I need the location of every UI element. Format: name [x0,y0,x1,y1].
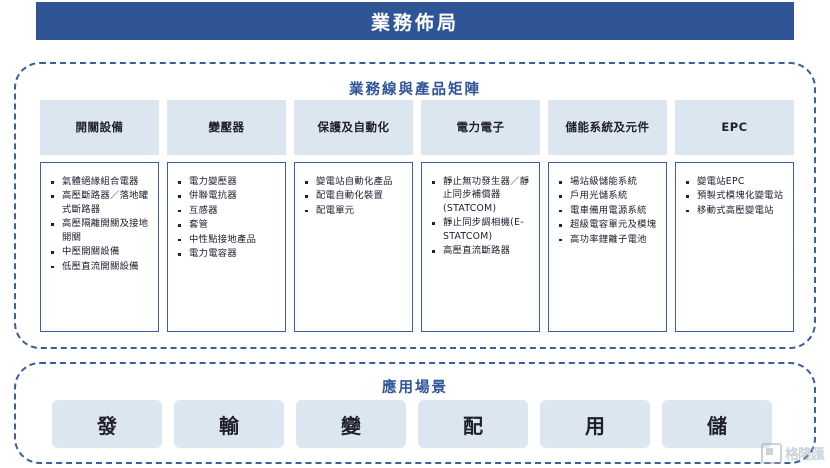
matrix-column-epc: EPC 變電站EPC 預製式模塊化變電站 移動式高壓變電站 [675,100,794,332]
product-list-item: 變電站自動化產品 [301,175,406,188]
product-list-item: 高壓直流斷路器 [428,244,533,257]
column-body: 靜止無功發生器／靜止同步補償器(STATCOM) 靜止同步調相機(E-STATC… [421,162,540,332]
scenario-chip-distribution: 配 [418,400,528,448]
column-header: EPC [675,100,794,155]
column-header-label: 保護及自動化 [317,120,390,135]
column-header: 開關設備 [40,100,159,155]
column-header-label: 儲能系統及元件 [565,120,650,135]
matrix-column-energy-storage: 儲能系統及元件 場站級儲能系統 戶用光儲系統 電車備用電源系統 超級電容單元及模… [548,100,667,332]
product-list-item: 高壓斷路器／落地罐式斷路器 [47,189,152,216]
application-scenario-chips: 發 輸 變 配 用 儲 [52,400,772,448]
application-scenario-title: 應用場景 [382,380,448,396]
scenario-chip-generation: 發 [52,400,162,448]
column-header-label: 電力電子 [456,120,505,135]
product-list: 變電站EPC 預製式模塊化變電站 移動式高壓變電站 [682,175,787,217]
product-list-item: 靜止無功發生器／靜止同步補償器(STATCOM) [428,175,533,215]
product-list-item: 低壓直流開關設備 [47,260,152,273]
scenario-chip-label: 儲 [707,413,727,438]
business-matrix-title: 業務線與產品矩陣 [349,82,481,98]
product-list-item: 移動式高壓變電站 [682,204,787,217]
matrix-column-protection-automation: 保護及自動化 變電站自動化產品 配電自動化裝置 配電單元 [294,100,413,332]
product-list-item: 電力電容器 [174,247,279,260]
column-header: 保護及自動化 [294,100,413,155]
product-list: 氣體絕緣組合電器 高壓斷路器／落地罐式斷路器 高壓隔離開關及接地開關 中壓開關設… [47,175,152,273]
column-header-label: 開關設備 [75,120,124,135]
product-list-item: 靜止同步調相機(E-STATCOM) [428,216,533,243]
watermark: 格隆匯 [761,443,825,464]
product-list-item: 互感器 [174,204,279,217]
matrix-column-switchgear: 開關設備 氣體絕緣組合電器 高壓斷路器／落地罐式斷路器 高壓隔離開關及接地開關 … [40,100,159,332]
column-body: 變電站自動化產品 配電自動化裝置 配電單元 [294,162,413,332]
product-list: 靜止無功發生器／靜止同步補償器(STATCOM) 靜止同步調相機(E-STATC… [428,175,533,258]
column-header: 儲能系統及元件 [548,100,667,155]
column-body: 氣體絕緣組合電器 高壓斷路器／落地罐式斷路器 高壓隔離開關及接地開關 中壓開關設… [40,162,159,332]
column-header: 電力電子 [421,100,540,155]
product-list-item: 變電站EPC [682,175,787,188]
application-scenario-section: 應用場景 發 輸 變 配 用 儲 [14,362,816,464]
scenario-chip-label: 輸 [219,413,239,438]
matrix-column-power-electronics: 電力電子 靜止無功發生器／靜止同步補償器(STATCOM) 靜止同步調相機(E-… [421,100,540,332]
business-matrix-columns: 開關設備 氣體絕緣組合電器 高壓斷路器／落地罐式斷路器 高壓隔離開關及接地開關 … [40,100,794,332]
product-list-item: 中性點接地產品 [174,233,279,246]
scenario-chip-label: 發 [97,413,117,438]
business-matrix-section: 業務線與產品矩陣 開關設備 氣體絕緣組合電器 高壓斷路器／落地罐式斷路器 高壓隔… [14,62,816,349]
column-header-label: EPC [721,120,748,135]
product-list-item: 套管 [174,218,279,231]
product-list-item: 戶用光儲系統 [555,189,660,202]
page-title: 業務佈局 [370,11,459,34]
page-header-banner: 業務佈局 [36,2,794,40]
product-list-item: 超級電容單元及模塊 [555,218,660,231]
product-list: 場站級儲能系統 戶用光儲系統 電車備用電源系統 超級電容單元及模塊 高功率鋰離子… [555,175,660,246]
column-body: 電力變壓器 併聯電抗器 互感器 套管 中性點接地產品 電力電容器 [167,162,286,332]
column-body: 變電站EPC 預製式模塊化變電站 移動式高壓變電站 [675,162,794,332]
gelonghui-logo-icon [761,443,782,464]
product-list-item: 電力變壓器 [174,175,279,188]
product-list-item: 中壓開關設備 [47,245,152,258]
product-list-item: 預製式模塊化變電站 [682,189,787,202]
column-header: 變壓器 [167,100,286,155]
scenario-chip-label: 用 [585,413,605,438]
product-list-item: 電車備用電源系統 [555,204,660,217]
product-list-item: 場站級儲能系統 [555,175,660,188]
scenario-chip-label: 變 [341,413,361,438]
product-list-item: 配電自動化裝置 [301,189,406,202]
product-list-item: 配電單元 [301,204,406,217]
product-list-item: 併聯電抗器 [174,189,279,202]
product-list-item: 高功率鋰離子電池 [555,233,660,246]
watermark-label: 格隆匯 [785,446,825,463]
scenario-chip-substation: 變 [296,400,406,448]
scenario-chip-label: 配 [463,413,483,438]
product-list-item: 高壓隔離開關及接地開關 [47,217,152,244]
product-list: 變電站自動化產品 配電自動化裝置 配電單元 [301,175,406,217]
matrix-column-transformer: 變壓器 電力變壓器 併聯電抗器 互感器 套管 中性點接地產品 電力電容器 [167,100,286,332]
product-list-item: 氣體絕緣組合電器 [47,175,152,188]
column-body: 場站級儲能系統 戶用光儲系統 電車備用電源系統 超級電容單元及模塊 高功率鋰離子… [548,162,667,332]
scenario-chip-storage: 儲 [662,400,772,448]
product-list: 電力變壓器 併聯電抗器 互感器 套管 中性點接地產品 電力電容器 [174,175,279,261]
scenario-chip-transmission: 輸 [174,400,284,448]
scenario-chip-consumption: 用 [540,400,650,448]
column-header-label: 變壓器 [208,120,245,135]
